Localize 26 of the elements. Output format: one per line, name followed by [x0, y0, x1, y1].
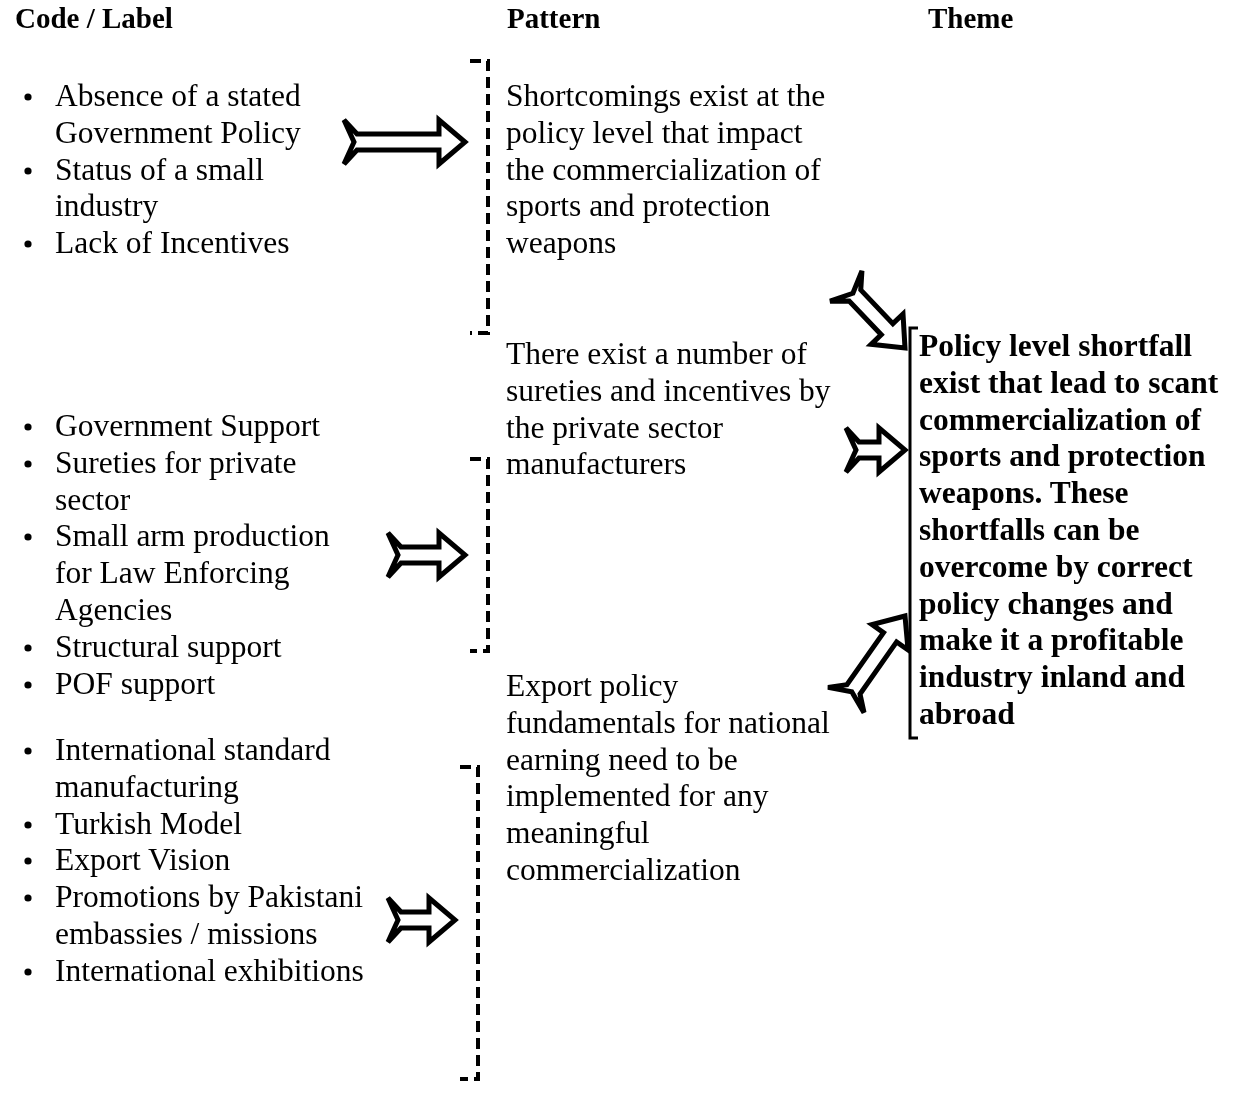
column-heading: Theme	[928, 2, 1014, 35]
list-item-text: Status of a small industry	[55, 151, 265, 224]
block-arrow	[825, 612, 912, 716]
block-arrow	[385, 892, 459, 948]
pattern-text: Export policy fundamentals for national earning need to be implemented for any meaningful commercialization	[506, 668, 831, 889]
list-item-text: Sureties for private sector	[55, 444, 297, 517]
block-arrow	[827, 268, 908, 351]
list-item-text: Small arm production for Law Enforcing Agencies	[55, 518, 330, 627]
list-item-text: Structural support	[55, 628, 282, 664]
block-arrow	[843, 422, 909, 478]
column-heading: Code / Label	[15, 2, 173, 35]
pattern-text: There exist a number of sureties and incentives by the private sector manufacturers	[506, 336, 832, 484]
list-item-text: Lack of Incentives	[55, 225, 290, 261]
theme-text: Policy level shortfall exist that lead to scant commercialization of sports and protection weapons. These shortfalls can be overcome by correct policy changes and make it a profitable industry inland and abroad	[919, 328, 1220, 733]
block-arrow	[385, 527, 469, 583]
column-heading: Pattern	[507, 2, 601, 35]
list-item-text: Absence of a stated Government Policy	[55, 78, 301, 150]
list-item-text: International standard manufacturing	[55, 732, 331, 804]
list-item-text: POF support	[55, 665, 216, 701]
block-arrow	[341, 114, 469, 170]
list-item-text: Turkish Model	[55, 805, 242, 841]
list-item-text: Export Vision	[55, 842, 231, 878]
list-item-text: International exhibitions	[55, 952, 364, 988]
pattern-text: Shortcomings exist at the policy level that impact the commercialization of sports and protection weapons	[506, 78, 827, 262]
list-item-text: Promotions by Pakistani embassies / missions	[55, 879, 364, 951]
list-item-text: Government Support	[55, 408, 321, 443]
